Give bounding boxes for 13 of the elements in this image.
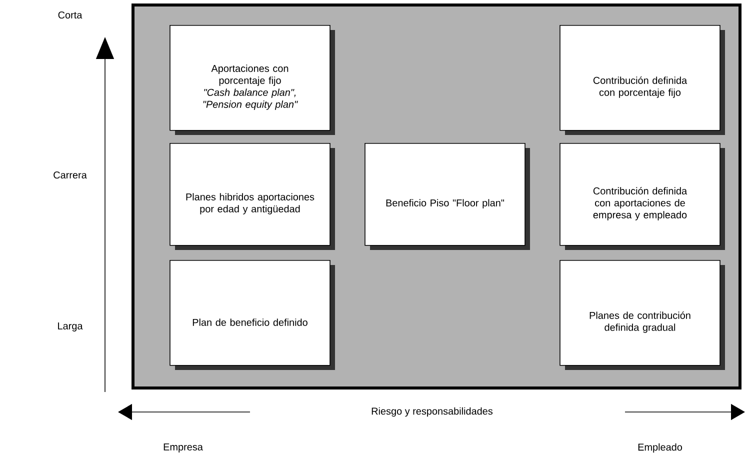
plan-box: Contribución definida con porcentaje fijo (560, 25, 720, 131)
plan-box: Plan de beneficio definido (170, 260, 330, 366)
plan-box: Contribución definida con aportaciones de empresa y empleado (560, 143, 720, 246)
axis-label: Larga (58, 322, 83, 332)
axis-label: Riesgo y responsabilidades (372, 407, 493, 417)
plan-box: Beneficio Piso "Floor plan" (364, 143, 526, 246)
axis-label: Empleado (638, 443, 682, 453)
plan-box: Planes hibridos aportaciones por edad y antigüedad (170, 143, 330, 246)
axis-label: Corta (58, 11, 82, 19)
axis-label: Carrera (54, 171, 87, 179)
axis-label: Empresa (164, 444, 203, 452)
plan-box: Aportaciones con porcentaje fijo "Cash balance plan", "Pension equity plan" (170, 25, 330, 131)
plan-box: Planes de contribución definida gradual (560, 260, 720, 366)
